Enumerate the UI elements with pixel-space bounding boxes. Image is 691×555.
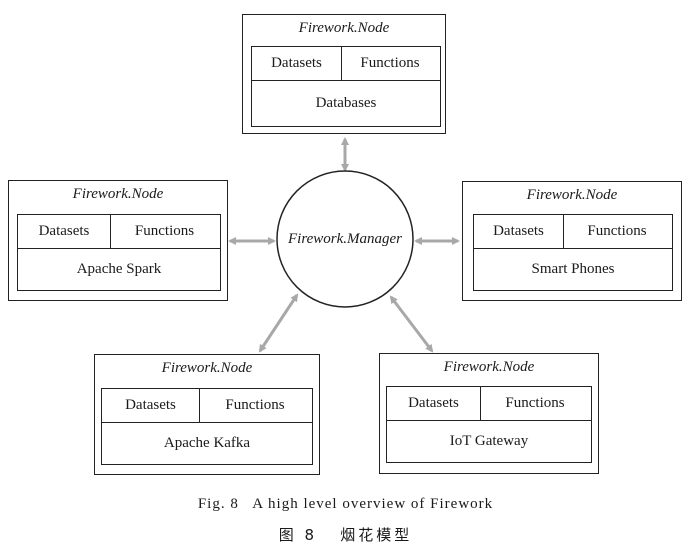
manager-circle — [276, 170, 414, 308]
datasets-cell: Datasets — [18, 215, 111, 248]
functions-cell: Functions — [134, 223, 195, 239]
node-components: Datasets Functions Databases — [251, 46, 441, 127]
node-right: Firework.Node Datasets Functions Smart P… — [462, 181, 682, 301]
platform-cell: Apache Spark — [18, 248, 220, 290]
node-components: Datasets Functions IoT Gateway — [386, 386, 592, 463]
node-title: Firework.Node — [298, 20, 390, 36]
functions-cell: Functions — [225, 397, 285, 413]
datasets-cell: Datasets — [252, 47, 342, 80]
functions-cell: Functions — [587, 223, 647, 239]
functions-cell: Functions — [360, 55, 420, 71]
node-components: Datasets Functions Apache Spark — [17, 214, 221, 291]
arrow-manager-bottom-right — [389, 295, 434, 353]
datasets-cell: Datasets — [474, 215, 564, 248]
node-title: Firework.Node — [72, 186, 164, 202]
node-title: Firework.Node — [161, 360, 253, 376]
node-bottom-left: Firework.Node Datasets Functions Apache … — [94, 354, 320, 475]
node-components: Datasets Functions Apache Kafka — [101, 388, 313, 465]
platform-cell: Smart Phones — [474, 248, 672, 290]
node-bottom-right: Firework.Node Datasets Functions IoT Gat… — [379, 353, 599, 474]
datasets-cell: Datasets — [102, 389, 200, 422]
datasets-cell: Datasets — [387, 387, 481, 420]
platform-cell: Databases — [252, 80, 440, 126]
node-left: Firework.Node Datasets Functions Apache … — [8, 180, 228, 301]
figure-caption-chinese: 图 8 烟花模型 — [278, 526, 413, 544]
node-top: Firework.Node Datasets Functions Databas… — [242, 14, 446, 134]
platform-cell: Apache Kafka — [102, 422, 312, 464]
node-components: Datasets Functions Smart Phones — [473, 214, 673, 291]
node-title: Firework.Node — [526, 187, 618, 203]
manager-label: Firework.Manager — [287, 231, 402, 247]
node-title: Firework.Node — [443, 359, 535, 375]
functions-cell: Functions — [505, 395, 565, 411]
platform-cell: IoT Gateway — [387, 420, 591, 462]
figure-caption-english: Fig. 8 A high level overview of Firework — [197, 496, 494, 512]
arrow-manager-bottom-left — [258, 293, 299, 353]
